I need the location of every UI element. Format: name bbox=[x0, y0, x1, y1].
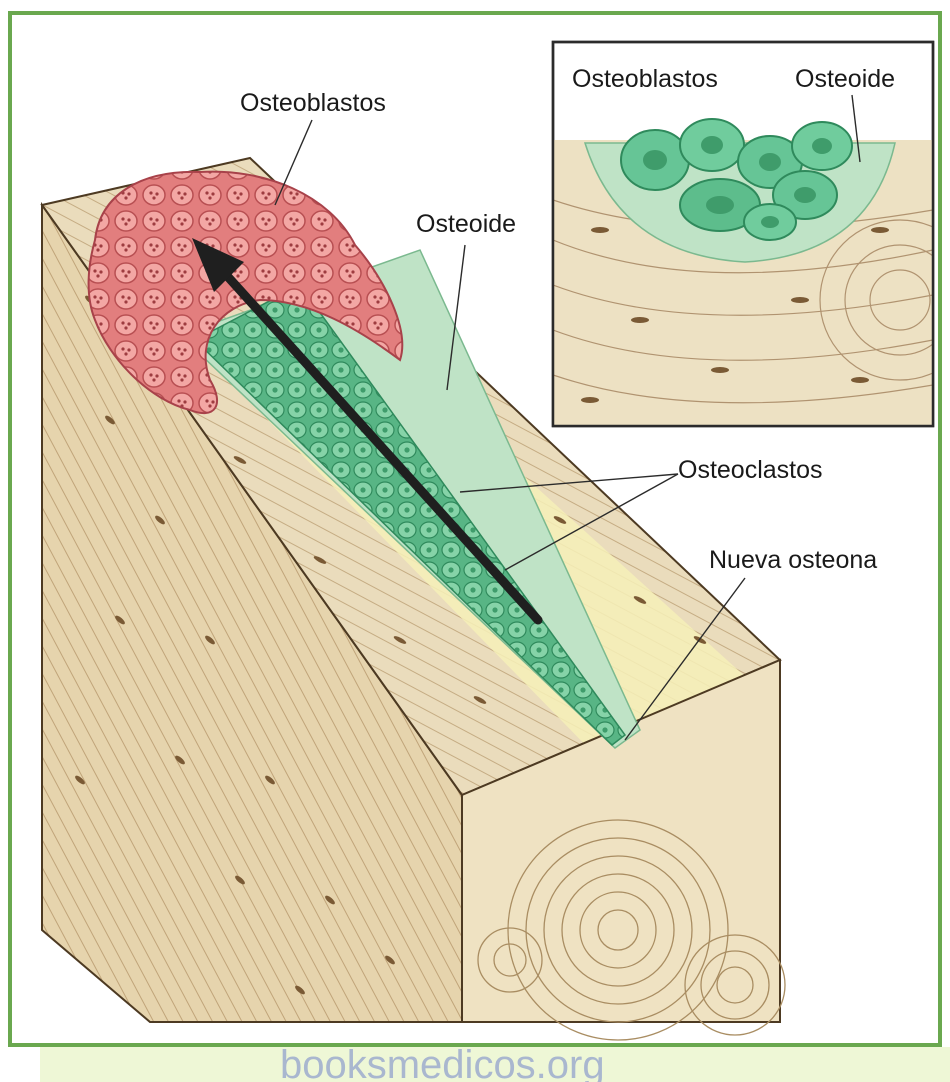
label-osteoclastos: Osteoclastos bbox=[678, 456, 823, 484]
label-nueva-osteona: Nueva osteona bbox=[709, 546, 877, 574]
label-osteoide: Osteoide bbox=[416, 210, 516, 238]
label-osteoblastos: Osteoblastos bbox=[240, 89, 386, 117]
watermark: booksmedicos.org bbox=[280, 1043, 605, 1082]
inset-label-osteoide: Osteoide bbox=[795, 65, 895, 93]
inset-panel bbox=[553, 42, 950, 426]
inset-label-osteoblastos: Osteoblastos bbox=[572, 65, 718, 93]
